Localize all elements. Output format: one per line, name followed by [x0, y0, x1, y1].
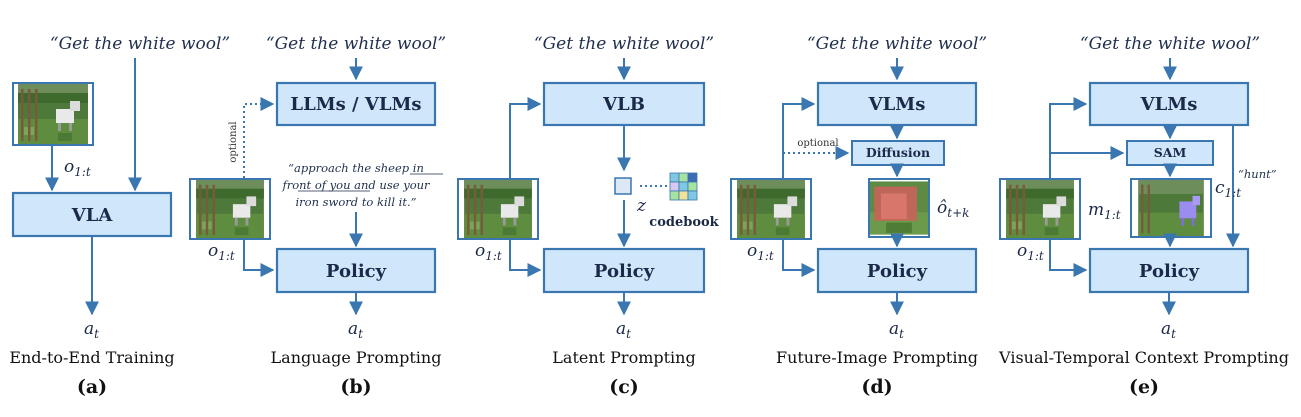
observation-label: o1:t [208, 241, 235, 263]
caption: Language Prompting [271, 348, 442, 367]
caption: Visual-Temporal Context Prompting [998, 348, 1289, 367]
instruction-prompt: “Get the white wool” [50, 34, 230, 54]
vlms-box [1088, 81, 1250, 127]
observation-label: o1:t [64, 157, 91, 179]
action-label: at [1161, 319, 1176, 341]
caption: End-to-End Training [9, 348, 174, 367]
mask-label: m1:t [1088, 200, 1121, 222]
latent-token [614, 177, 632, 195]
action-label: at [348, 319, 363, 341]
panel-letter: (c) [609, 376, 639, 398]
sam-label: SAM [1154, 145, 1187, 160]
policy-label: Policy [326, 261, 387, 282]
vlb-box [542, 81, 706, 127]
quote-line-1: “approach the sheep in [288, 161, 424, 175]
observation-image [999, 178, 1081, 240]
action-label: at [84, 319, 99, 341]
panel-letter: (d) [861, 376, 892, 398]
quote-line-2: front of you and use your [281, 178, 431, 192]
vlms-label: VLMs [1140, 94, 1198, 115]
vlms-label: VLMs [868, 94, 926, 115]
hunt-label: “hunt” [1238, 167, 1277, 181]
context-label: c1:t [1215, 178, 1241, 200]
optional-label: optional [228, 121, 239, 162]
observation-label: o1:t [1017, 241, 1044, 263]
quote-line-3: iron sword to kill it.” [295, 195, 416, 209]
caption: Future-Image Prompting [776, 348, 978, 367]
latent-label: z [636, 196, 647, 216]
llms-vlms-label: LLMs / VLMs [290, 94, 421, 115]
policy-label: Policy [867, 261, 928, 282]
vla-label: VLA [71, 205, 114, 226]
optional-label: optional [797, 138, 838, 149]
diffusion-label: Diffusion [866, 145, 930, 160]
caption: Latent Prompting [552, 348, 695, 367]
panel-c: “Get the white wool” VLB z codebook o1:t [457, 34, 720, 398]
observation-label: o1:t [475, 241, 502, 263]
panel-b: “Get the white wool” LLMs / VLMs optiona… [189, 34, 446, 398]
panel-d: “Get the white wool” VLMs Diffusion opti… [730, 34, 987, 398]
future-label: ôt+k [937, 198, 969, 220]
panel-letter: (a) [77, 376, 107, 398]
observation-image [12, 82, 94, 146]
action-label: at [889, 319, 904, 341]
instruction-prompt: “Get the white wool” [807, 34, 987, 54]
codebook-label: codebook [649, 215, 719, 230]
future-image [868, 178, 930, 238]
instruction-prompt: “Get the white wool” [266, 34, 446, 54]
instruction-prompt: “Get the white wool” [1080, 34, 1260, 54]
policy-label: Policy [1139, 261, 1200, 282]
panel-letter: (b) [340, 376, 371, 398]
policy-box [275, 247, 437, 294]
policy-box [1088, 247, 1250, 294]
vla-box [11, 191, 173, 238]
mask-image [1130, 178, 1212, 238]
panel-letter: (e) [1129, 376, 1159, 398]
codebook-grid [669, 172, 698, 201]
observation-image [189, 178, 271, 240]
observation-label: o1:t [747, 241, 774, 263]
vlb-label: VLB [602, 94, 645, 115]
policy-box [542, 247, 706, 294]
vlms-box [816, 81, 978, 127]
policy-label: Policy [594, 261, 655, 282]
sam-box [1126, 140, 1214, 166]
panel-e: “Get the white wool” VLMs SAM m1:t “hunt… [998, 34, 1289, 398]
action-label: at [616, 319, 631, 341]
panel-a: “Get the white wool” o1:t VLA at End-to-… [9, 34, 230, 398]
instruction-prompt: “Get the white wool” [534, 34, 714, 54]
llms-vlms-box [275, 81, 437, 127]
observation-image [730, 178, 812, 240]
observation-image [457, 178, 539, 240]
policy-box [816, 247, 978, 294]
